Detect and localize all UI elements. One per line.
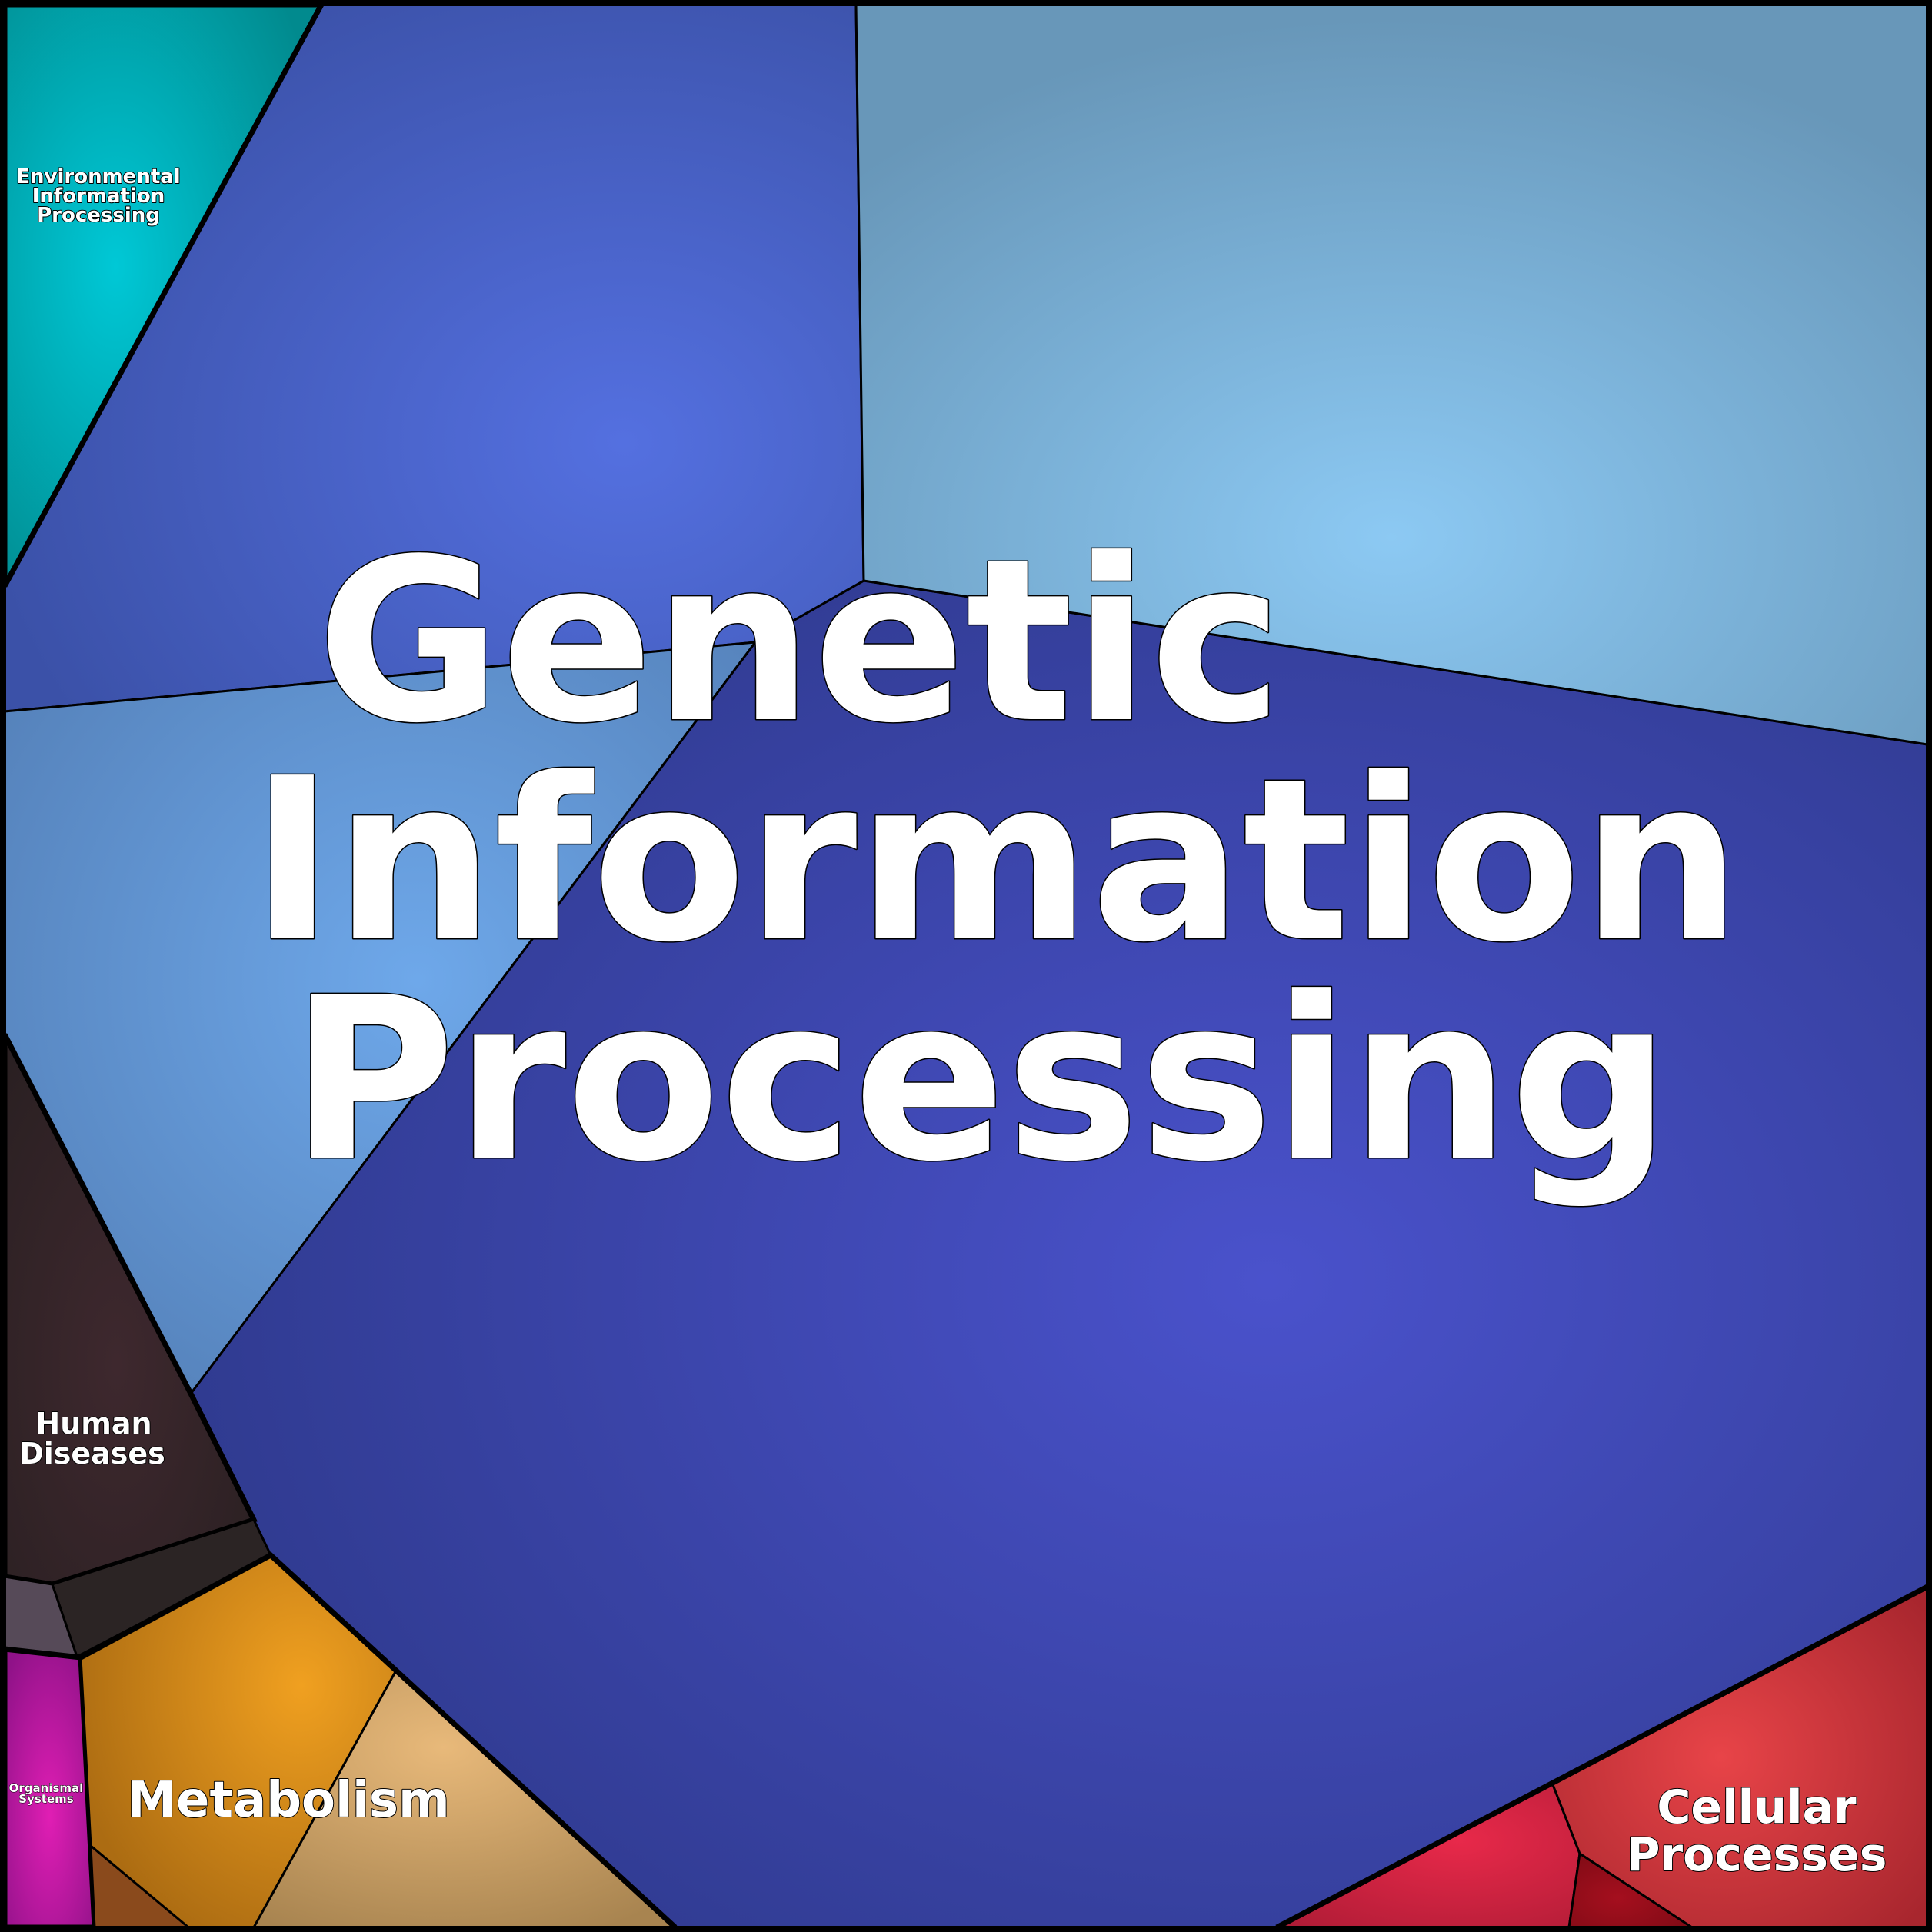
label-organismal-systems: Organismal Systems: [8, 1781, 84, 1807]
metabolism-outline: [79, 1551, 678, 1930]
label-genetic-information-processing: Genetic Information Processing: [250, 510, 1743, 1212]
label-cellular-line-2: Processes: [1627, 1828, 1887, 1882]
label-environmental-information-processing: Environmental Information Processing: [15, 165, 181, 228]
label-human-diseases-line-2: Diseases: [19, 1437, 165, 1471]
label-environmental-line-1: Environmental: [16, 165, 180, 188]
label-genetic-line-2: Information: [251, 730, 1741, 991]
label-human-diseases-line-1: Human: [35, 1407, 152, 1441]
label-cellular-line-1: Cellular: [1657, 1780, 1857, 1834]
label-genetic-line-3: Processing: [291, 949, 1671, 1211]
label-organismal-line-2: Systems: [18, 1792, 73, 1806]
label-environmental-line-2: Information: [32, 185, 165, 208]
label-metabolism: Metabolism: [127, 1772, 449, 1829]
cellular-outline: [1275, 1584, 1929, 1930]
label-human-diseases: Human Diseases: [18, 1406, 166, 1471]
label-genetic-line-1: Genetic: [317, 511, 1283, 772]
label-organismal-line-1: Organismal: [9, 1781, 84, 1795]
label-cellular-processes: Cellular Processes: [1626, 1780, 1888, 1883]
label-environmental-line-3: Processing: [37, 204, 160, 227]
